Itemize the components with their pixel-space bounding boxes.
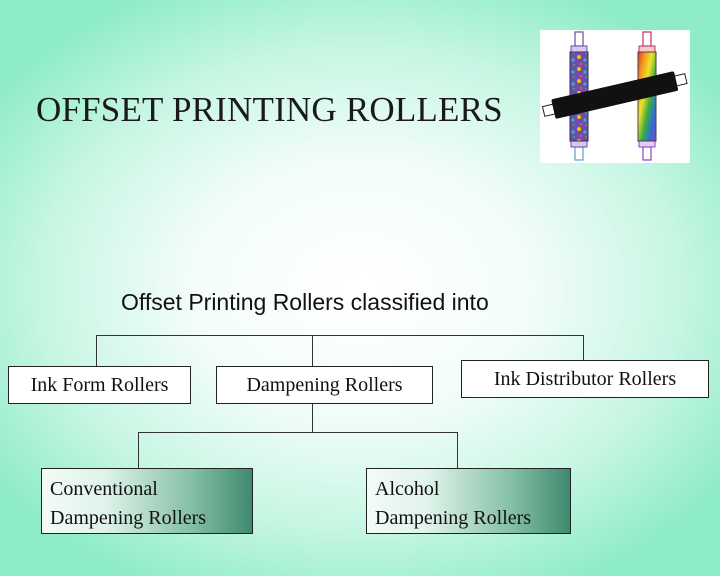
connector-drop-alcohol [457,432,458,468]
box-ink-form-rollers: Ink Form Rollers [8,366,191,404]
box-label-line1: Conventional [50,478,158,500]
box-dampening-rollers: Dampening Rollers [216,366,433,404]
connector-drop-dampening [312,335,313,366]
box-label-line2: Dampening Rollers [375,507,532,529]
box-label-line1: Alcohol [375,478,440,500]
box-conventional-dampening-rollers: Conventional Dampening Rollers [41,468,253,534]
box-alcohol-dampening-rollers: Alcohol Dampening Rollers [366,468,571,534]
roller-diagram-icon [541,31,688,161]
connector-drop-ink-distributor [583,335,584,360]
box-label-line2: Dampening Rollers [50,507,207,529]
box-ink-distributor-rollers: Ink Distributor Rollers [461,360,709,398]
box-label: Dampening Rollers [246,373,403,396]
connector-drop-ink-form [96,335,97,366]
connector-horizontal-bottom [138,432,458,433]
diagram-subtitle: Offset Printing Rollers classified into [121,289,489,315]
connector-drop-conventional [138,432,139,468]
connector-drop-dampening-children [312,404,313,432]
box-label: Ink Form Rollers [30,373,169,396]
roller-logo [540,30,690,163]
slide-title: OFFSET PRINTING ROLLERS [36,90,503,129]
box-label: Ink Distributor Rollers [493,367,677,390]
connector-horizontal-top [96,335,584,336]
